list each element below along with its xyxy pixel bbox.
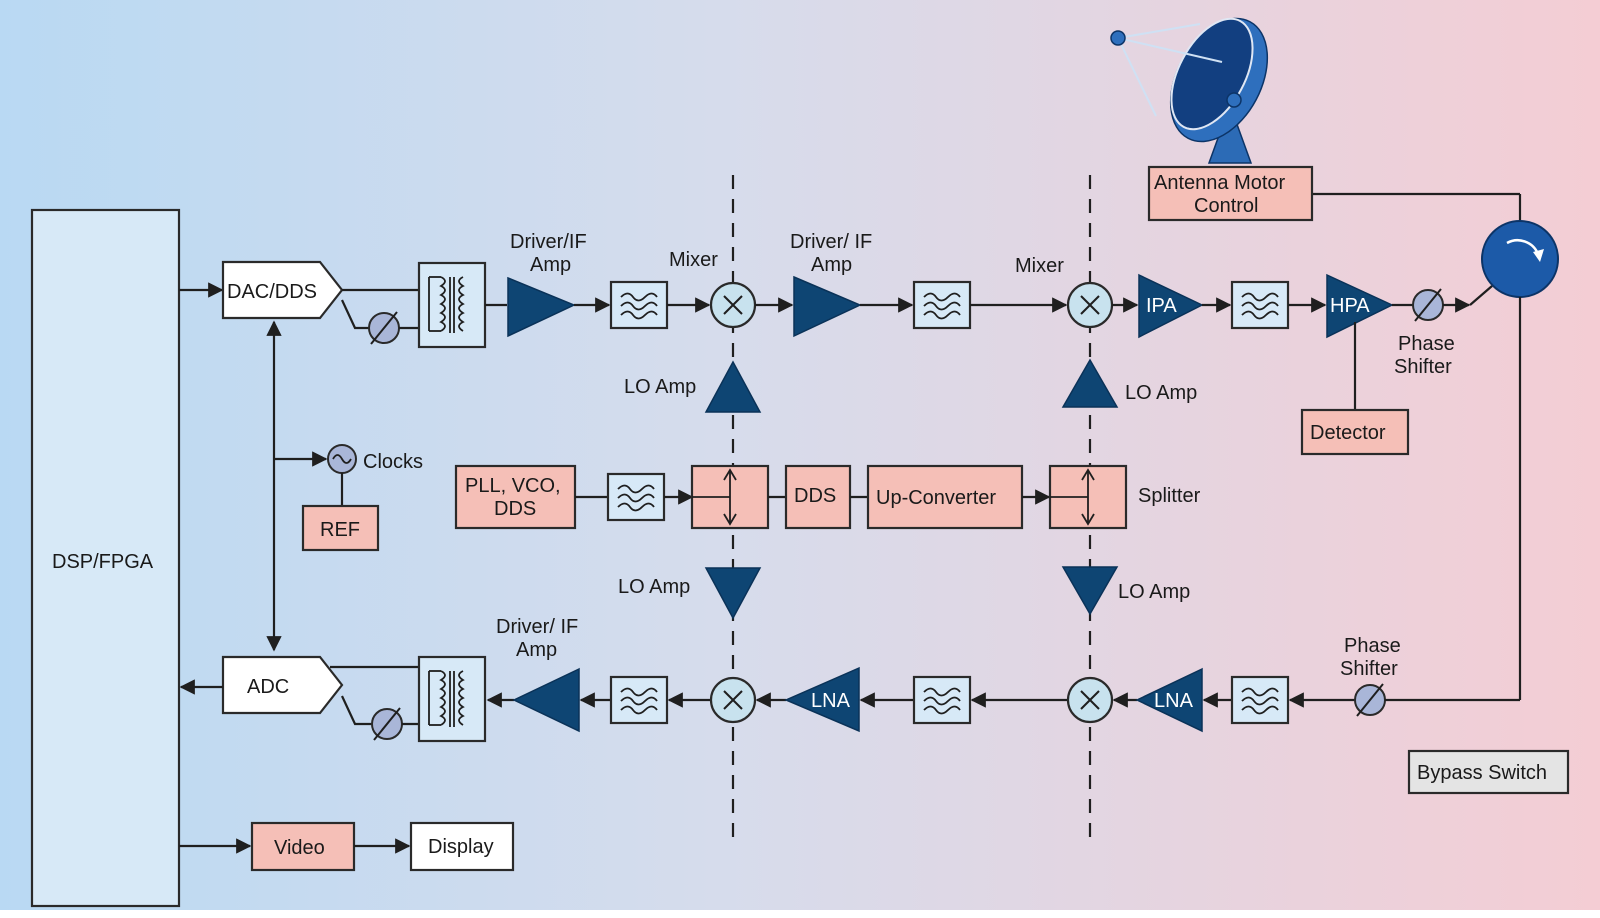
hpa-label: HPA [1330, 295, 1370, 317]
dac-dds-label: DAC/DDS [227, 281, 317, 303]
up-converter-label: Up-Converter [876, 487, 996, 509]
bottom-margin [0, 910, 1600, 918]
driver-if-amp-2 [793, 275, 862, 338]
detector-label: Detector [1310, 422, 1386, 444]
antenna-motor-control-block [1147, 165, 1314, 222]
transformer-icon [417, 655, 487, 743]
pll-label-2: DDS [494, 498, 536, 520]
driver-if-amp-2-label-1: Driver/ IF [790, 231, 872, 253]
splitter-label: Splitter [1138, 485, 1201, 507]
lo-amp-1 [704, 360, 762, 413]
mixer-icon [709, 281, 757, 329]
phase-shifter-icon [368, 311, 400, 345]
mixer-icon [1066, 281, 1114, 329]
lna-amp-1 [784, 666, 860, 733]
lo-amp-3-label: LO Amp [618, 576, 690, 598]
dsp-fpga-block [30, 208, 181, 908]
lo-amp-4 [1061, 566, 1119, 616]
tx-phase-shifter-label-1: Phase [1398, 333, 1455, 355]
adc-label: ADC [247, 676, 289, 698]
driver-if-amp-1 [507, 276, 576, 338]
filter-icon [912, 675, 972, 725]
pll-label-1: PLL, VCO, [465, 475, 561, 497]
filter-icon [606, 472, 666, 522]
lo-amp-2 [1061, 358, 1119, 408]
circulator-arrow-icon [1506, 239, 1540, 255]
lna-1-label: LNA [811, 690, 851, 712]
lo-splitter-2 [1048, 464, 1128, 530]
antenna-motor-label-2: Control [1194, 195, 1258, 217]
rx-q-wire [341, 695, 372, 726]
filter-icon [912, 280, 972, 330]
tx-phase-shifter-label-2: Shifter [1394, 356, 1452, 378]
adc-block [221, 655, 344, 715]
dac-dds-block [221, 260, 344, 320]
oscillator-wave-icon [332, 454, 352, 464]
bypass-switch-label: Bypass Switch [1417, 762, 1547, 784]
lo-amp-3 [704, 567, 762, 620]
up-converter-block [866, 464, 1024, 530]
antenna-motor-label-1: Antenna Motor [1154, 172, 1286, 194]
mixer-icon [709, 676, 757, 724]
display-block [409, 821, 515, 872]
phase-shifter-icon [371, 707, 403, 741]
ref-label: REF [320, 519, 360, 541]
transformer-icon [417, 261, 487, 349]
filter-icon [609, 675, 669, 725]
circulator-icon [1481, 220, 1559, 298]
filter-icon [1230, 675, 1290, 725]
pll-vco-dds-block [454, 464, 577, 530]
ipa-label: IPA [1146, 295, 1177, 317]
clocks-label: Clocks [363, 451, 423, 473]
driver-if-amp-3-label-1: Driver/ IF [496, 616, 578, 638]
driver-if-amp-1-label-1: Driver/IF [510, 231, 587, 253]
lo-splitter-1 [690, 464, 770, 530]
phase-shifter-icon [1354, 683, 1386, 717]
circulator-arrow-head-icon [1533, 249, 1544, 262]
display-label: Display [428, 836, 494, 858]
video-label: Video [274, 837, 325, 859]
lo-amp-1-label: LO Amp [624, 376, 696, 398]
hpa-amp [1326, 273, 1394, 339]
rx-phase-shifter-label-1: Phase [1344, 635, 1401, 657]
dac-q-wire [341, 299, 370, 330]
tx-to-circulator-wire [1469, 285, 1493, 306]
mixer-label-2: Mixer [1015, 255, 1064, 277]
ref-block [301, 504, 380, 552]
phase-shifter-icon [1412, 288, 1444, 322]
lna-amp-2 [1135, 667, 1203, 733]
mixer-label-1: Mixer [669, 249, 718, 271]
lna-2-label: LNA [1154, 690, 1194, 712]
lo-amp-2-label: LO Amp [1125, 382, 1197, 404]
filter-icon [1230, 280, 1290, 330]
bypass-switch-block [1407, 749, 1570, 795]
video-block [250, 821, 356, 872]
filter-icon [609, 280, 669, 330]
lo-amp-4-label: LO Amp [1118, 581, 1190, 603]
driver-if-amp-2-label-2: Amp [811, 254, 852, 276]
antenna-dish-icon [1110, 17, 1269, 164]
rx-phase-shifter-label-2: Shifter [1340, 658, 1398, 680]
dds-label: DDS [794, 485, 836, 507]
ipa-amp [1138, 273, 1204, 339]
dsp-fpga-label: DSP/FPGA [52, 551, 154, 573]
driver-if-amp-1-label-2: Amp [530, 254, 571, 276]
detector-block [1300, 408, 1410, 456]
driver-if-amp-3 [512, 667, 580, 733]
mixer-icon [1066, 676, 1114, 724]
driver-if-amp-3-label-2: Amp [516, 639, 557, 661]
